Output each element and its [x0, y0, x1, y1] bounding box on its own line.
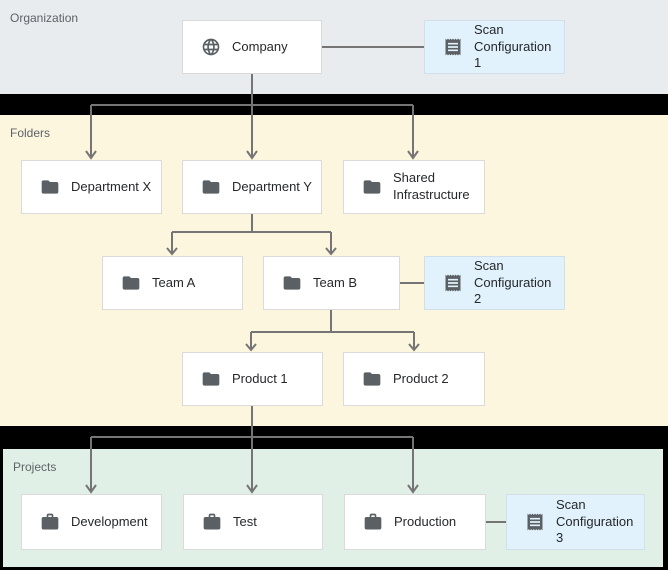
node-scan-configuration-3: Scan Configuration 3 — [506, 494, 645, 550]
node-label: Shared Infrastructure — [393, 170, 470, 202]
node-label: Scan Configuration 3 — [556, 496, 634, 546]
node-department-y: Department Y — [182, 160, 322, 214]
node-test: Test — [183, 494, 323, 550]
node-scan-configuration-1: Scan Configuration 1 — [424, 20, 565, 74]
node-label: Production — [394, 513, 457, 529]
folder-icon — [41, 180, 59, 194]
node-label: Product 1 — [232, 370, 288, 386]
node-label: Department X — [71, 178, 152, 194]
node-development: Development — [21, 494, 162, 550]
node-production: Production — [344, 494, 486, 550]
node-product-2: Product 2 — [343, 352, 485, 406]
node-label: Test — [233, 513, 257, 529]
folder-icon — [363, 180, 381, 194]
node-label: Team A — [152, 274, 196, 290]
node-department-x: Department X — [21, 160, 162, 214]
receipt-icon — [527, 513, 543, 531]
globe-icon — [202, 38, 220, 56]
folder-icon — [202, 180, 220, 194]
organization-section: Organization — [0, 0, 668, 94]
node-label: Scan Configuration 1 — [474, 21, 552, 71]
node-label: Team B — [313, 274, 358, 290]
node-team-a: Team A — [102, 256, 243, 310]
folder-icon — [363, 372, 381, 386]
node-scan-configuration-2: Scan Configuration 2 — [424, 256, 565, 310]
node-company: Company — [182, 20, 322, 74]
node-label: Company — [232, 38, 288, 54]
folder-icon — [122, 276, 140, 290]
section-label-organization: Organization — [10, 11, 79, 25]
section-label-folders: Folders — [10, 126, 51, 140]
receipt-icon — [445, 38, 461, 56]
folder-icon — [202, 372, 220, 386]
section-label-projects: Projects — [13, 460, 57, 474]
briefcase-icon — [41, 513, 59, 530]
node-product-1: Product 1 — [182, 352, 323, 406]
folder-icon — [283, 276, 301, 290]
briefcase-icon — [364, 513, 382, 530]
node-shared-infrastructure: Shared Infrastructure — [343, 160, 485, 214]
node-label: Product 2 — [393, 370, 449, 386]
node-team-b: Team B — [263, 256, 400, 310]
briefcase-icon — [203, 513, 221, 530]
node-label: Development — [71, 513, 148, 529]
receipt-icon — [445, 274, 461, 292]
node-label: Department Y — [232, 178, 312, 194]
node-label: Scan Configuration 2 — [474, 257, 552, 307]
